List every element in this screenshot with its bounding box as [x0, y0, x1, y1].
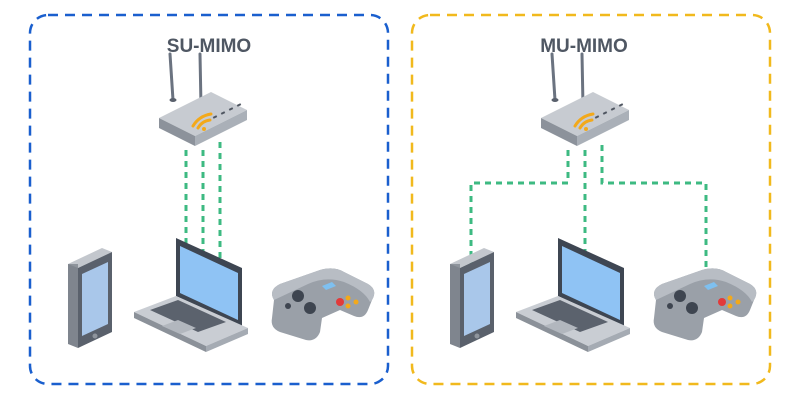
router-icon [539, 52, 631, 148]
panel-title: MU-MIMO [540, 36, 628, 57]
laptop-icon [516, 238, 630, 352]
laptop-icon [134, 238, 248, 352]
data-links [469, 145, 708, 278]
panel-border [410, 13, 772, 386]
game-controller-icon [271, 268, 375, 341]
smartphone-icon [68, 248, 112, 348]
data-stream-controller [600, 145, 708, 278]
panel-border [28, 13, 390, 386]
panel-mu-mimo: MU-MIMO [410, 13, 772, 386]
smartphone-icon [450, 248, 494, 348]
game-controller-icon [653, 268, 757, 341]
panel-title: SU-MIMO [167, 36, 251, 57]
data-stream-phone [469, 150, 570, 268]
panel-su-mimo: SU-MIMO [28, 13, 390, 386]
data-links [184, 142, 222, 258]
router-icon [157, 52, 249, 148]
